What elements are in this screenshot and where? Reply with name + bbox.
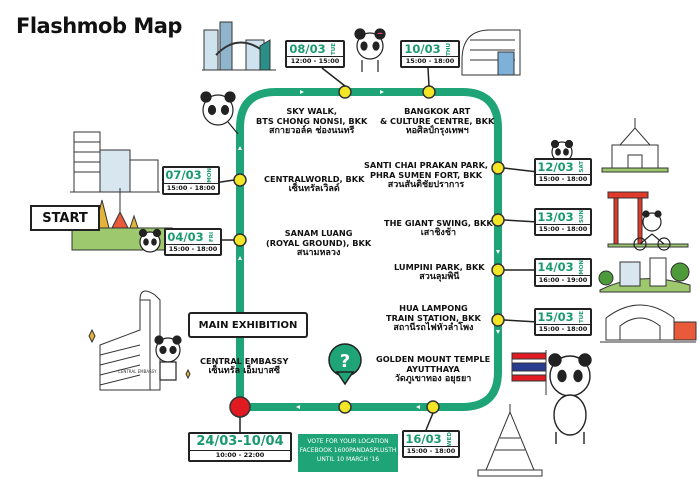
hua-lampong-station-icon — [600, 304, 697, 343]
panda-icon-bicycle — [633, 210, 671, 251]
stop-main-exhibition — [229, 396, 251, 418]
svg-text:CENTRAL EMBASSY: CENTRAL EMBASSY — [118, 369, 157, 374]
stop-lumpini — [491, 263, 505, 277]
date-box-main-exhibition: 24/03-10/04 10:00 - 22:00 — [188, 432, 292, 462]
stop-goldenmount — [426, 400, 440, 414]
panda-icon-fort — [550, 139, 574, 163]
phra-sumen-fort-icon — [601, 118, 669, 173]
skywalk-building-icon — [202, 21, 276, 71]
stop-bacc — [422, 85, 436, 99]
stop-skywalk — [338, 85, 352, 99]
location-bacc: BANGKOK ART & CULTURE CENTRE, BKK หอศิลป… — [380, 106, 495, 136]
thai-flag-icon — [511, 350, 547, 395]
stop-giantswing — [491, 213, 505, 227]
stop-centralworld — [233, 173, 247, 187]
stop-sanamluang — [233, 233, 247, 247]
panda-icon-top — [354, 28, 386, 72]
location-lumpini: LUMPINI PARK, BKK สวนลุมพินี — [394, 262, 485, 282]
golden-mount-pagoda-icon — [477, 404, 543, 477]
stop-vote — [338, 400, 352, 414]
vote-pin-icon: ? — [328, 343, 362, 386]
panda-icon-flag — [548, 353, 592, 444]
central-embassy-building-icon: CENTRAL EMBASSY — [88, 290, 191, 391]
location-skywalk: SKY WALK, BTS CHONG NONSI, BKK สกายวอล์ค… — [256, 106, 368, 136]
svg-text:?: ? — [340, 351, 350, 372]
panda-icon-start — [138, 228, 162, 253]
main-exhibition-label: MAIN EXHIBITION — [188, 312, 308, 338]
location-embassy: CENTRAL EMBASSY เซ็นทรัล เอ็มบาสซี — [200, 356, 289, 376]
route-stops — [233, 85, 505, 414]
leader-lines — [213, 67, 539, 432]
panda-icon-left — [200, 91, 239, 135]
vote-box: VOTE FOR YOUR LOCATION FACEBOOK 1600PAND… — [298, 434, 398, 472]
page-title: Flashmob Map — [16, 14, 182, 38]
panda-icon-embassy — [154, 335, 182, 381]
location-giantswing: THE GIANT SWING, BKK เสาชิงช้า — [384, 218, 493, 238]
location-hualampong: HUA LAMPONG TRAIN STATION, BKK สถานีรถไฟ… — [386, 303, 481, 333]
centralworld-building-icon — [70, 131, 160, 193]
location-santichai: SANTI CHAI PRAKAN PARK, PHRA SUMEN FORT,… — [364, 160, 489, 190]
location-centralworld: CENTRALWORLD, BKK เซ็นทรัลเวิลด์ — [264, 174, 365, 194]
location-goldenmount: GOLDEN MOUNT TEMPLE AYUTTHAYA วัดภูเขาทอ… — [376, 354, 491, 384]
route-line — [236, 88, 502, 411]
location-sanamluang: SANAM LUANG (ROYAL GROUND), BKK สนามหลวง — [266, 228, 372, 258]
start-label: START — [30, 205, 100, 231]
lumpini-park-icon — [598, 257, 691, 293]
bacc-building-icon — [461, 29, 521, 76]
stop-santichai — [491, 161, 505, 175]
stop-hualampong — [491, 313, 505, 327]
